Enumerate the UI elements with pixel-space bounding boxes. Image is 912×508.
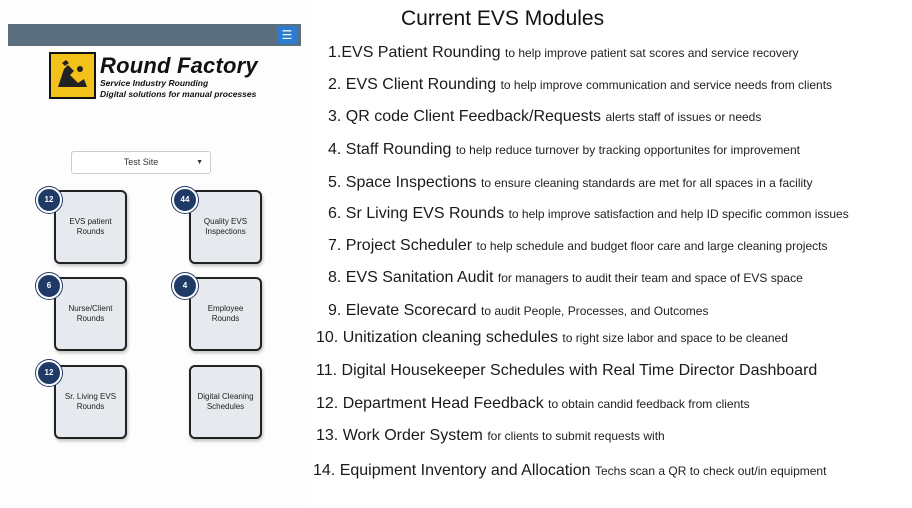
module-item: 14. Equipment Inventory and Allocation T… (313, 462, 827, 479)
tile-employee-rounds[interactable]: Employee Rounds (189, 277, 262, 351)
module-item: 2. EVS Client Rounding to help improve c… (328, 76, 833, 93)
module-item: 8. EVS Sanitation Audit for managers to … (328, 269, 803, 286)
module-item: 5. Space Inspections to ensure cleaning … (328, 174, 813, 191)
count-badge: 44 (172, 187, 198, 213)
module-item: 11. Digital Housekeeper Schedules with R… (316, 362, 818, 379)
site-select-value: Test Site (123, 157, 159, 167)
tile-nurse-client-rounds[interactable]: Nurse/Client Rounds (54, 277, 127, 351)
site-select[interactable]: Test Site ▼ (71, 151, 211, 174)
chevron-down-icon: ▼ (196, 159, 203, 166)
hamburger-icon[interactable]: ☰ (277, 26, 297, 44)
tile-evs-patient-rounds[interactable]: EVS patient Rounds (54, 190, 127, 264)
app-screenshot: ☰ Round Factory Service Industry Roundin… (0, 0, 310, 508)
brand-name: Round Factory (100, 53, 258, 78)
app-header-bar: ☰ (8, 24, 301, 46)
module-item: 10. Unitization cleaning schedules to ri… (316, 329, 788, 346)
tile-label: Digital Cleaning Schedules (197, 392, 254, 411)
tile-label: Sr. Living EVS Rounds (64, 392, 117, 411)
tile-label: Nurse/Client Rounds (68, 304, 113, 323)
slide-title: Current EVS Modules (401, 7, 605, 30)
tile-label: Employee Rounds (207, 304, 244, 323)
tile-sr-living-evs-rounds[interactable]: Sr. Living EVS Rounds (54, 365, 127, 439)
module-item: 13. Work Order System for clients to sub… (316, 427, 665, 444)
tile-digital-cleaning-schedules[interactable]: Digital Cleaning Schedules (189, 365, 262, 439)
module-item: 6. Sr Living EVS Rounds to help improve … (328, 205, 849, 222)
module-item: 7. Project Scheduler to help schedule an… (328, 237, 828, 254)
count-badge: 12 (36, 187, 62, 213)
tile-quality-evs-inspections[interactable]: Quality EVS Inspections (189, 190, 262, 264)
module-item: 4. Staff Rounding to help reduce turnove… (328, 141, 800, 158)
module-item: 1.EVS Patient Rounding to help improve p… (328, 44, 799, 61)
module-item: 3. QR code Client Feedback/Requests aler… (328, 108, 762, 125)
module-item: 12. Department Head Feedback to obtain c… (316, 395, 750, 412)
module-item: 9. Elevate Scorecard to audit People, Pr… (328, 302, 709, 319)
tile-label: Quality EVS Inspections (203, 217, 248, 236)
count-badge: 4 (172, 273, 198, 299)
tile-label: EVS patient Rounds (69, 217, 112, 236)
count-badge: 6 (36, 273, 62, 299)
count-badge: 12 (36, 360, 62, 386)
round-factory-logo-icon (49, 52, 96, 99)
brand-tagline-1: Service Industry Rounding (100, 78, 209, 88)
brand-block: Round Factory Service Industry Rounding … (100, 54, 258, 100)
brand-tagline-2: Digital solutions for manual processes (100, 89, 257, 99)
